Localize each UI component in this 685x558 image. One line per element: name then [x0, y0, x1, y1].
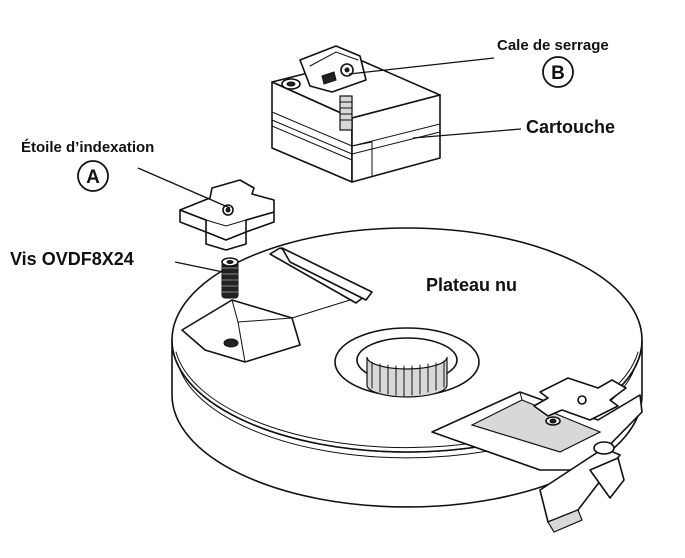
callout-b-letter: B	[551, 63, 565, 84]
callout-a-letter: A	[86, 167, 100, 188]
cartouche-part	[271, 45, 441, 183]
callout-b: B	[542, 56, 574, 88]
etoile-leader-line	[137, 167, 231, 209]
label-etoile-indexation: Étoile d’indexation	[21, 139, 154, 156]
vis-leader-line	[174, 261, 224, 273]
cartouche-leader-line	[412, 128, 522, 139]
etoile-indexation-part	[179, 179, 275, 251]
label-vis-ovdf8x24: Vis OVDF8X24	[10, 249, 134, 269]
plateau-nu-part	[171, 227, 643, 533]
label-plateau-nu: Plateau nu	[426, 275, 517, 295]
callout-a: A	[77, 160, 109, 192]
label-cartouche: Cartouche	[526, 117, 615, 137]
vis-ovdf8x24-part	[221, 257, 239, 299]
label-cale-de-serrage: Cale de serrage	[497, 37, 609, 54]
cale-leader-line	[348, 57, 495, 75]
